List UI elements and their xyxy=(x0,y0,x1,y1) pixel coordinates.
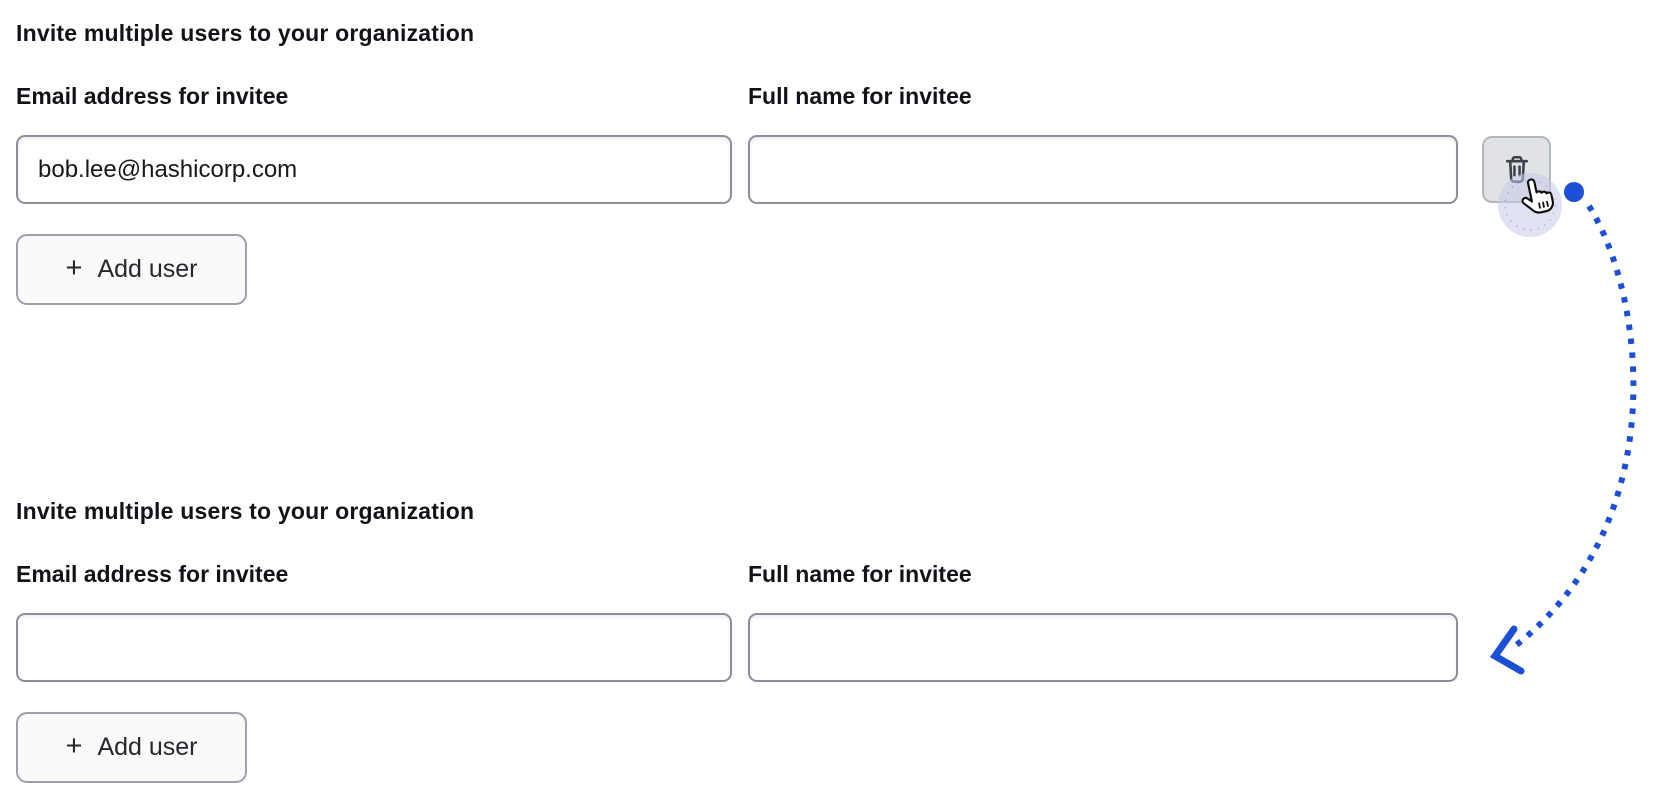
full-name-label: Full name for invitee xyxy=(748,561,972,587)
annotation-arrowhead xyxy=(1489,625,1525,675)
trash-icon xyxy=(1500,153,1534,187)
section-heading: Invite multiple users to your organizati… xyxy=(16,498,475,524)
section-heading: Invite multiple users to your organizati… xyxy=(16,20,475,46)
full-name-input[interactable] xyxy=(748,613,1458,682)
email-input[interactable] xyxy=(16,135,732,204)
email-label: Email address for invitee xyxy=(16,561,289,587)
email-label: Email address for invitee xyxy=(16,83,289,109)
plus-icon: + xyxy=(65,729,83,762)
add-user-button[interactable]: + Add user xyxy=(16,234,247,305)
add-user-button[interactable]: + Add user xyxy=(16,712,247,783)
email-input[interactable] xyxy=(16,613,732,682)
full-name-label: Full name for invitee xyxy=(748,83,972,109)
add-user-label: Add user xyxy=(97,733,198,761)
annotation-dot xyxy=(1564,182,1584,202)
delete-row-button[interactable] xyxy=(1482,136,1551,203)
full-name-input[interactable] xyxy=(748,135,1458,204)
plus-icon: + xyxy=(65,251,83,284)
annotation-arrow-curve xyxy=(1508,204,1637,653)
add-user-label: Add user xyxy=(97,255,198,283)
